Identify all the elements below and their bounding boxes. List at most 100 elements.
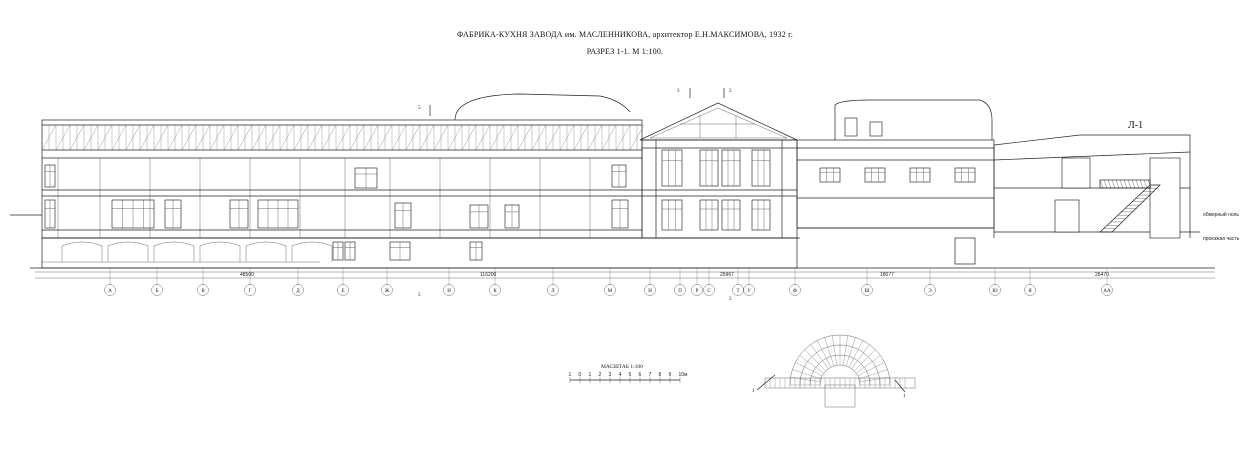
axis-label: Н <box>648 289 652 294</box>
axis-bubble <box>1024 284 1036 296</box>
axis-bubble <box>547 284 559 296</box>
pediment <box>639 102 798 141</box>
axis-label: Ж <box>385 289 390 294</box>
scale-tick-label: 3 <box>609 372 612 378</box>
axis-bubble <box>789 284 801 296</box>
pit <box>954 237 976 265</box>
scale-tick-label: 1 <box>569 372 572 378</box>
scale-tick-label: 5 <box>629 372 632 378</box>
axis-bubble <box>1101 284 1113 296</box>
axis-label: Л <box>551 289 555 294</box>
ground-note: обмерный ноль <box>1203 211 1239 218</box>
axis-label: Г <box>249 289 252 294</box>
axis-bubble <box>604 284 616 296</box>
axis-label: Ю <box>992 289 997 294</box>
plan-mark-right: 1 <box>903 394 906 399</box>
drawing-title: ФАБРИКА-КУХНЯ ЗАВОДА им. МАСЛЕННИКОВА, а… <box>457 30 793 39</box>
axis-bubble <box>703 284 715 296</box>
plan-mark-left: 1 <box>752 389 755 394</box>
scale-tick-label: 9 <box>669 372 672 378</box>
axis-label: Р <box>696 289 699 294</box>
right-middle-block <box>796 99 995 229</box>
axis-bubble <box>644 284 656 296</box>
scale-tick-label: 10м <box>679 372 689 378</box>
axis-bubble <box>989 284 1001 296</box>
scale-tick-label: 2 <box>599 372 602 378</box>
left-wing-columns <box>57 158 591 238</box>
axis-label: АА <box>1103 289 1111 294</box>
dim-1: 48500 <box>240 272 254 278</box>
roof-truss <box>41 124 645 151</box>
left-wing-windows <box>44 164 629 261</box>
axis-bubble <box>743 284 755 296</box>
scale-tick-label: 0 <box>579 372 582 378</box>
grid-axes: А Б В Г Д Е Ж И К Л М Н П Р С Т У Ф Ш Э Ю Я АА <box>104 268 1113 296</box>
drawing-subtitle: РАЗРЕЗ 1-1. М 1:100. <box>586 47 664 56</box>
roof-vault-left <box>454 93 631 121</box>
section-mark-3-top: 3 <box>677 89 680 94</box>
axis-label: И <box>447 289 451 294</box>
basement <box>41 237 976 269</box>
axis-bubble <box>151 284 163 296</box>
central-windows <box>661 149 771 231</box>
axis-label: Э <box>928 289 932 294</box>
scale-ticks: 1 0 1 2 3 4 5 6 7 8 9 10м <box>569 372 689 383</box>
stair-tower-window <box>1149 157 1181 239</box>
scale-tick-label: 4 <box>619 372 622 378</box>
scale-tick-label: 7 <box>649 372 652 378</box>
dim-3: 25967 <box>720 272 734 278</box>
axis-label: Я <box>1028 289 1032 294</box>
central-block <box>639 102 798 239</box>
axis-bubble <box>244 284 256 296</box>
axis-label: М <box>608 289 613 294</box>
axis-label: Ф <box>793 289 797 294</box>
section-mark-5-bottom: 5 <box>418 293 421 298</box>
axis-label: Д <box>296 289 300 294</box>
dimension-line: 48500 116200 25967 18077 26470 <box>35 271 1215 279</box>
axis-label: Ш <box>864 289 869 294</box>
axis-bubble <box>861 284 873 296</box>
axis-bubble <box>674 284 686 296</box>
axis-label: Т <box>736 289 739 294</box>
scale-tick-label: 1 <box>589 372 592 378</box>
axis-label: У <box>747 289 751 294</box>
scale-title: МАСШТАБ 1:100 <box>601 364 643 370</box>
scale-tick-label: 6 <box>639 372 642 378</box>
axis-label: С <box>707 289 711 294</box>
section-label: Л-1 <box>1128 120 1143 131</box>
axis-label: К <box>493 289 497 294</box>
section-mark-5-top: 5 <box>418 106 421 111</box>
axis-bubble <box>924 284 936 296</box>
axis-label: А <box>108 289 112 294</box>
roof-vault-right <box>834 99 993 140</box>
right-middle-windows <box>819 167 976 183</box>
exterior-stair <box>1099 179 1161 233</box>
gallery-window <box>1061 157 1091 189</box>
axis-bubble <box>197 284 209 296</box>
right-wing: Л-1 обмерный ноль проезжая часть <box>993 120 1240 242</box>
axis-bubble <box>443 284 455 296</box>
axis-label: Б <box>156 289 159 294</box>
axis-bubble <box>381 284 393 296</box>
basement-arches <box>42 241 333 263</box>
left-wing <box>41 93 800 261</box>
axis-bubble <box>691 284 703 296</box>
level-note: проезжая часть <box>1203 236 1240 242</box>
right-roof <box>993 134 1191 238</box>
dim-4: 18077 <box>880 272 894 278</box>
axis-label: Е <box>341 289 344 294</box>
axis-bubble <box>337 284 349 296</box>
axis-label: В <box>201 289 205 294</box>
axis-label: П <box>678 289 682 294</box>
axis-bubble <box>489 284 501 296</box>
section-mark-2-bottom: 2 <box>729 297 732 302</box>
axis-bubble <box>104 284 116 296</box>
scale-bar: МАСШТАБ 1:100 1 0 1 2 3 4 5 6 7 8 9 10м <box>569 364 689 383</box>
axis-bubble <box>292 284 304 296</box>
section-mark-2-top: 2 <box>729 89 732 94</box>
dim-5: 26470 <box>1095 272 1109 278</box>
section-marks: 5 3 2 5 2 <box>418 88 732 302</box>
scale-tick-label: 8 <box>659 372 662 378</box>
stair-plan: 1 1 <box>752 334 916 408</box>
